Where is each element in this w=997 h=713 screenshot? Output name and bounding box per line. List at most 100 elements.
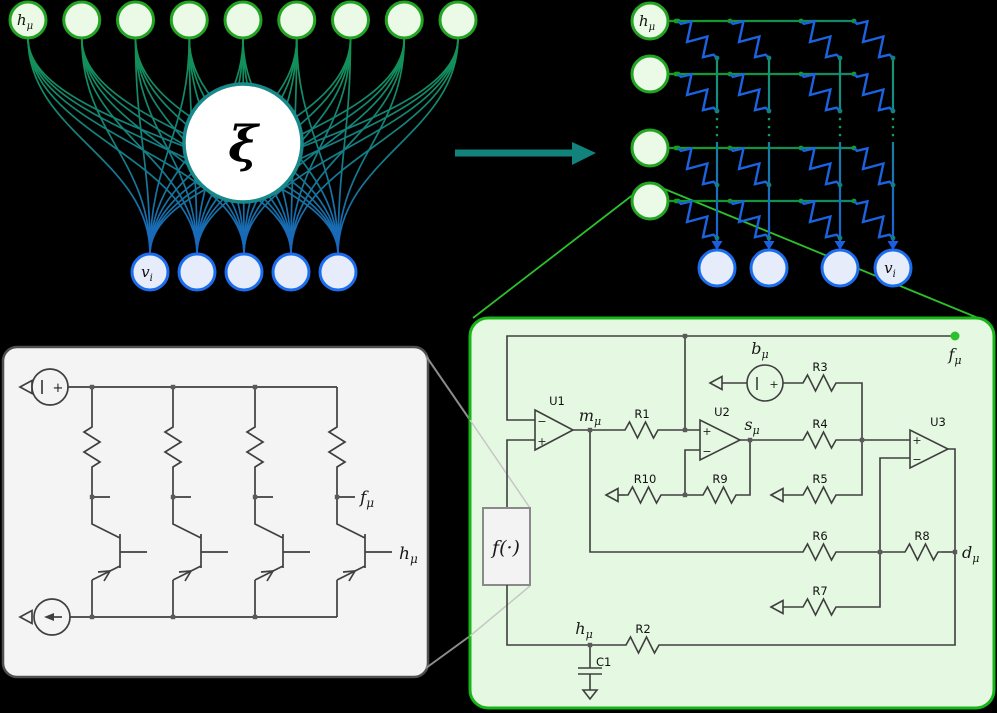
- bipartite-edge: [337, 37, 406, 255]
- b-label: bμ: [751, 339, 768, 361]
- ellipsis-dot: [838, 125, 842, 129]
- ellipsis-dot: [715, 133, 719, 137]
- junction-dot: [714, 235, 720, 241]
- visible-node: [177, 252, 217, 292]
- transistor-icon: [336, 471, 392, 617]
- fn-block: [482, 507, 531, 586]
- bipartite-edge: [149, 37, 191, 255]
- s-label: sμ: [744, 415, 759, 437]
- capacitor-C1-label: C1: [596, 655, 611, 669]
- junction-dot: [89, 494, 95, 500]
- wire-arrowhead-icon: [763, 241, 775, 250]
- resistor-R8-label: R8: [914, 529, 929, 543]
- crossbar-visible-node: [820, 248, 860, 288]
- hidden-node: [438, 0, 478, 40]
- ellipsis-dot: [891, 125, 895, 129]
- bipartite-edge: [134, 37, 151, 255]
- hidden-node: [169, 0, 209, 40]
- zoom-callout-line-left: [472, 193, 635, 319]
- resistor-R2-label: R2: [635, 622, 650, 636]
- resistor-R1-label: R1: [634, 407, 649, 421]
- crossbar-visible-node: [697, 248, 737, 288]
- visible-unit-label: vi: [141, 263, 153, 284]
- h-label: hμ: [575, 619, 592, 641]
- crossbar-visible-node: [873, 248, 913, 288]
- emitter-arrow-icon: [178, 570, 193, 582]
- bipartite-edge: [27, 37, 198, 255]
- f-label: fμ: [947, 345, 961, 367]
- bipartite-edge: [290, 37, 406, 255]
- transistor-circuit: [19, 368, 392, 636]
- bipartite-nodes: [8, 0, 478, 292]
- bipartite-edge: [290, 37, 459, 255]
- hidden-node: [384, 0, 424, 40]
- emitter-arrow-icon: [342, 570, 357, 582]
- ellipsis-dot: [891, 133, 895, 137]
- junction-dot: [334, 494, 340, 500]
- visible-node: [130, 252, 170, 292]
- bipartite-edge: [80, 37, 198, 255]
- bipartite-edge: [80, 37, 245, 255]
- junction-dot: [766, 55, 772, 61]
- bipartite-edge: [243, 37, 406, 255]
- wire-arrowhead-icon: [711, 241, 723, 250]
- resistor-R7-label: R7: [812, 584, 827, 598]
- wire-arrowhead-icon: [834, 241, 846, 250]
- gray-callout-top: [425, 355, 471, 421]
- resistor-R3-label: R3: [812, 360, 827, 374]
- m-label: mμ: [579, 406, 601, 428]
- resistor-R4-label: R4: [812, 417, 827, 431]
- minus-sign: −: [912, 453, 921, 466]
- zoom-callout-line-right: [661, 187, 984, 321]
- hidden-node: [223, 0, 263, 40]
- plus-sign: +: [769, 378, 778, 391]
- plus-sign: +: [537, 435, 546, 448]
- bipartite-edge: [295, 37, 339, 255]
- crossbar-visible-label: vi: [884, 259, 896, 280]
- resistor-R9-label: R9: [712, 472, 727, 486]
- junction-dot: [714, 182, 720, 188]
- plus-sign: +: [702, 425, 711, 438]
- gray-callout-top-inner: [469, 419, 531, 509]
- ellipsis-dot: [715, 125, 719, 129]
- crossbar-wires: [668, 13, 901, 250]
- minus-sign: −: [702, 445, 711, 458]
- transistor-icon: [91, 471, 147, 617]
- hidden-node: [277, 0, 317, 40]
- plus-sign: +: [53, 381, 64, 396]
- junction-dot: [766, 108, 772, 114]
- mapping-arrow: [455, 142, 596, 165]
- junction-dot: [837, 182, 843, 188]
- junction-dot: [890, 235, 896, 241]
- junction-dot: [837, 235, 843, 241]
- resistor-R6-label: R6: [812, 529, 827, 543]
- capacitor-C1: [578, 645, 602, 701]
- hidden-node: [116, 0, 155, 40]
- junction-dot: [714, 55, 720, 61]
- junction-dot: [170, 494, 176, 500]
- junction-dot: [837, 55, 843, 61]
- opamp-U2: [699, 418, 742, 462]
- bipartite-edge: [27, 37, 245, 255]
- ellipsis-dot: [891, 117, 895, 121]
- gray-callout-bottom-inner: [469, 585, 531, 637]
- bipartite-edge: [80, 37, 151, 255]
- ellipsis-dot: [767, 133, 771, 137]
- bipartite-edge: [337, 37, 352, 255]
- visible-node: [224, 252, 264, 292]
- crossbar-hidden-node: [630, 54, 670, 94]
- emitter-arrow-icon: [260, 570, 275, 582]
- opamp-U1: [534, 408, 575, 452]
- ellipsis-dot: [715, 117, 719, 121]
- hidden-node: [8, 0, 48, 40]
- transistor-icon: [172, 471, 228, 617]
- crossbar-visible-node: [749, 248, 789, 288]
- crossbar-hidden-node: [630, 181, 670, 221]
- weight-memory-label: ξ: [228, 114, 260, 173]
- resistor-R10-label: R10: [634, 472, 657, 486]
- gray-callout-bottom: [425, 635, 471, 669]
- junction-dot: [890, 108, 896, 114]
- hidden-node: [331, 0, 370, 40]
